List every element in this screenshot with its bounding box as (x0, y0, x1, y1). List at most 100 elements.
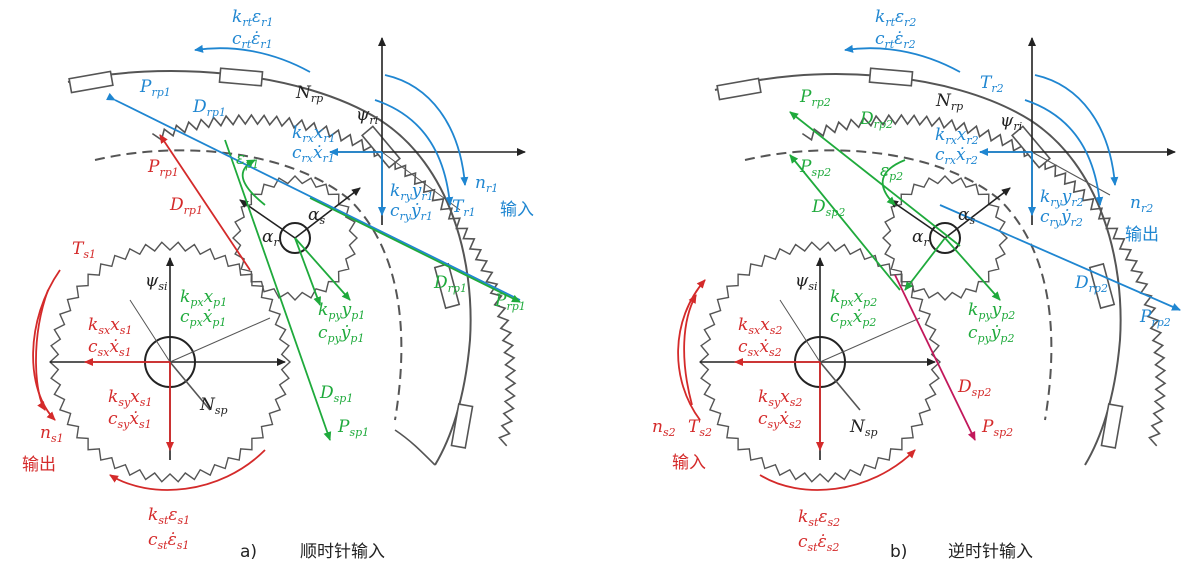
svg-text:Dsp1: Dsp1 (319, 383, 353, 405)
ring-planet-mesh-line (106, 92, 521, 301)
svg-text:kpxxp1: kpxxp1 (180, 287, 227, 309)
svg-text:ψsi: ψsi (145, 271, 168, 293)
svg-text:csyẋs2: csyẋs2 (758, 409, 802, 431)
svg-text:krxxr2: krxxr2 (935, 125, 979, 147)
svg-text:εp2: εp2 (880, 161, 903, 183)
svg-text:Prp2: Prp2 (799, 87, 831, 109)
svg-text:Tr1: Tr1 (452, 197, 476, 219)
svg-text:αs: αs (958, 205, 975, 227)
input-label: 输入 (500, 200, 534, 220)
panel-a-clockwise-input: krtεr1 crtε̇r1 Nrp Prp1 Drp1 ψri krxxr1 … (22, 7, 534, 562)
ring-gear-inner-toothed (801, 113, 1167, 447)
output-label: 输出 (1125, 225, 1159, 245)
planet-axes (889, 187, 1011, 239)
svg-text:cpyẏp1: cpyẏp1 (318, 323, 364, 345)
svg-text:Nsp: Nsp (849, 417, 878, 439)
svg-text:kpxxp2: kpxxp2 (830, 287, 877, 309)
caption-b-letter: b) (890, 542, 907, 562)
svg-text:Prp1: Prp1 (147, 157, 179, 179)
svg-text:krxxr1: krxxr1 (292, 123, 336, 145)
svg-text:crxẋr2: crxẋr2 (935, 145, 978, 167)
svg-text:Psp2: Psp2 (799, 157, 831, 179)
svg-text:Ts1: Ts1 (72, 239, 96, 261)
svg-text:cstε̇s2: cstε̇s2 (798, 532, 839, 554)
svg-text:Drp1: Drp1 (169, 195, 203, 217)
svg-text:nr2: nr2 (1130, 193, 1153, 215)
planet-gear (231, 174, 359, 302)
planet-gear (881, 174, 1009, 302)
svg-text:Prp1: Prp1 (494, 291, 526, 313)
svg-text:ns2: ns2 (652, 417, 676, 439)
svg-text:ksyxs1: ksyxs1 (108, 387, 152, 409)
svg-text:crtε̇r2: crtε̇r2 (875, 29, 916, 51)
ring-gear-rim (714, 73, 1122, 466)
svg-text:ksxxs2: ksxxs2 (738, 315, 782, 337)
ring-planet-mesh-line-green (309, 197, 521, 303)
svg-text:Nrp: Nrp (935, 91, 963, 113)
ring-rollers (716, 67, 1124, 449)
svg-text:csyẋs1: csyẋs1 (108, 409, 152, 431)
svg-text:αs: αs (308, 205, 325, 227)
svg-text:Nrp: Nrp (295, 83, 323, 105)
svg-text:nr1: nr1 (475, 173, 498, 195)
caption-b-text: 逆时针输入 (948, 542, 1033, 562)
svg-text:cryẏr2: cryẏr2 (1040, 207, 1083, 229)
svg-text:crtε̇r1: crtε̇r1 (232, 29, 273, 51)
ring-gear-inner-toothed (151, 113, 517, 447)
svg-text:ψsi: ψsi (795, 271, 818, 293)
svg-text:Ts2: Ts2 (688, 417, 712, 439)
svg-text:αr: αr (262, 227, 279, 249)
svg-text:ψri: ψri (1000, 111, 1022, 133)
ring-gear-pitch-dashed (94, 149, 403, 421)
svg-text:Nsp: Nsp (199, 395, 228, 417)
ring-rollers (68, 67, 474, 449)
gear-teeth (881, 174, 1009, 302)
svg-text:cpyẏp2: cpyẏp2 (968, 323, 1014, 345)
svg-text:crxẋr1: crxẋr1 (292, 143, 335, 165)
planet-support-arrows (881, 159, 1001, 301)
svg-text:csxẋs2: csxẋs2 (738, 337, 782, 359)
ring-gear-pitch-dashed (744, 149, 1053, 421)
svg-text:csxẋs1: csxẋs1 (88, 337, 132, 359)
svg-text:ψri: ψri (356, 105, 378, 127)
svg-text:Drp2: Drp2 (859, 109, 893, 131)
svg-text:krtεr2: krtεr2 (875, 7, 916, 29)
planet-support-arrows (241, 159, 351, 306)
svg-text:kpyyp1: kpyyp1 (318, 300, 365, 322)
sun-support-arrows (677, 279, 916, 491)
svg-text:Psp2: Psp2 (981, 417, 1013, 439)
ring-planet-mesh-line-green (789, 111, 961, 247)
svg-text:kpyyp2: kpyyp2 (968, 300, 1015, 322)
panel-a-labels: krtεr1 crtε̇r1 Nrp Prp1 Drp1 ψri krxxr1 … (22, 7, 534, 562)
svg-text:Dsp2: Dsp2 (811, 197, 845, 219)
svg-text:Drp1: Drp1 (192, 97, 226, 119)
sun-planet-mesh-line (224, 139, 332, 441)
svg-text:cpxẋp2: cpxẋp2 (830, 307, 876, 329)
caption-a-text: 顺时针输入 (300, 542, 385, 562)
svg-text:αr: αr (912, 227, 929, 249)
svg-text:kstεs2: kstεs2 (798, 507, 840, 529)
svg-text:ns1: ns1 (40, 423, 64, 445)
panel-b-labels: krtεr2 crtε̇r2 Tr2 Nrp Prp2 Drp2 ψri krx… (652, 7, 1171, 562)
svg-text:Psp1: Psp1 (337, 417, 369, 439)
svg-text:Prp1: Prp1 (139, 77, 171, 99)
svg-text:cpxẋp1: cpxẋp1 (180, 307, 226, 329)
ring-gear-rim (67, 69, 472, 466)
svg-text:Drp1: Drp1 (433, 273, 467, 295)
svg-text:εp1: εp1 (236, 149, 259, 171)
sun-support-arrows (32, 269, 266, 491)
ring-planet-mesh-line-blue (939, 204, 1181, 311)
svg-text:Tr2: Tr2 (980, 73, 1004, 95)
svg-text:ksxxs1: ksxxs1 (88, 315, 132, 337)
input-label: 输入 (672, 453, 706, 473)
ring-planet-red-line (159, 134, 251, 271)
svg-text:cstε̇s1: cstε̇s1 (148, 530, 189, 552)
output-label: 输出 (22, 455, 56, 475)
gear-teeth (231, 174, 359, 302)
svg-text:krtεr1: krtεr1 (232, 7, 273, 29)
sun-planet-mesh-line-magenta (894, 274, 976, 441)
svg-text:ksyxs2: ksyxs2 (758, 387, 802, 409)
svg-text:kryyr2: kryyr2 (1040, 187, 1084, 209)
ring-support-arrows (194, 44, 469, 216)
